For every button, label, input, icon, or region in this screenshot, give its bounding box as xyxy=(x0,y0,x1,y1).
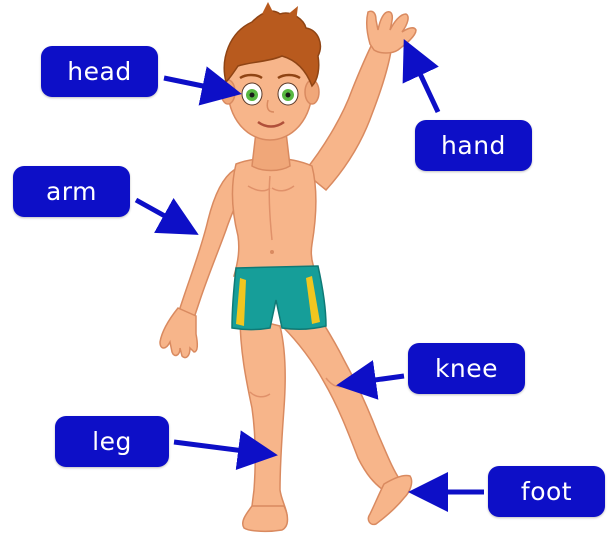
lowered-hand xyxy=(160,308,197,358)
arrow-hand xyxy=(408,48,438,112)
label-head: head xyxy=(41,46,158,97)
right-leg xyxy=(282,318,400,492)
arrow-arm xyxy=(136,200,190,230)
label-leg: leg xyxy=(55,416,169,467)
torso xyxy=(232,158,318,276)
arrow-leg xyxy=(174,442,268,454)
label-hand: hand xyxy=(415,120,532,171)
boy-illustration xyxy=(160,2,416,531)
left-foot xyxy=(243,506,288,531)
label-arm: arm xyxy=(13,166,130,217)
left-leg xyxy=(240,316,287,524)
raised-hand xyxy=(367,11,416,53)
label-foot: foot xyxy=(488,466,605,517)
label-knee: knee xyxy=(408,343,525,394)
